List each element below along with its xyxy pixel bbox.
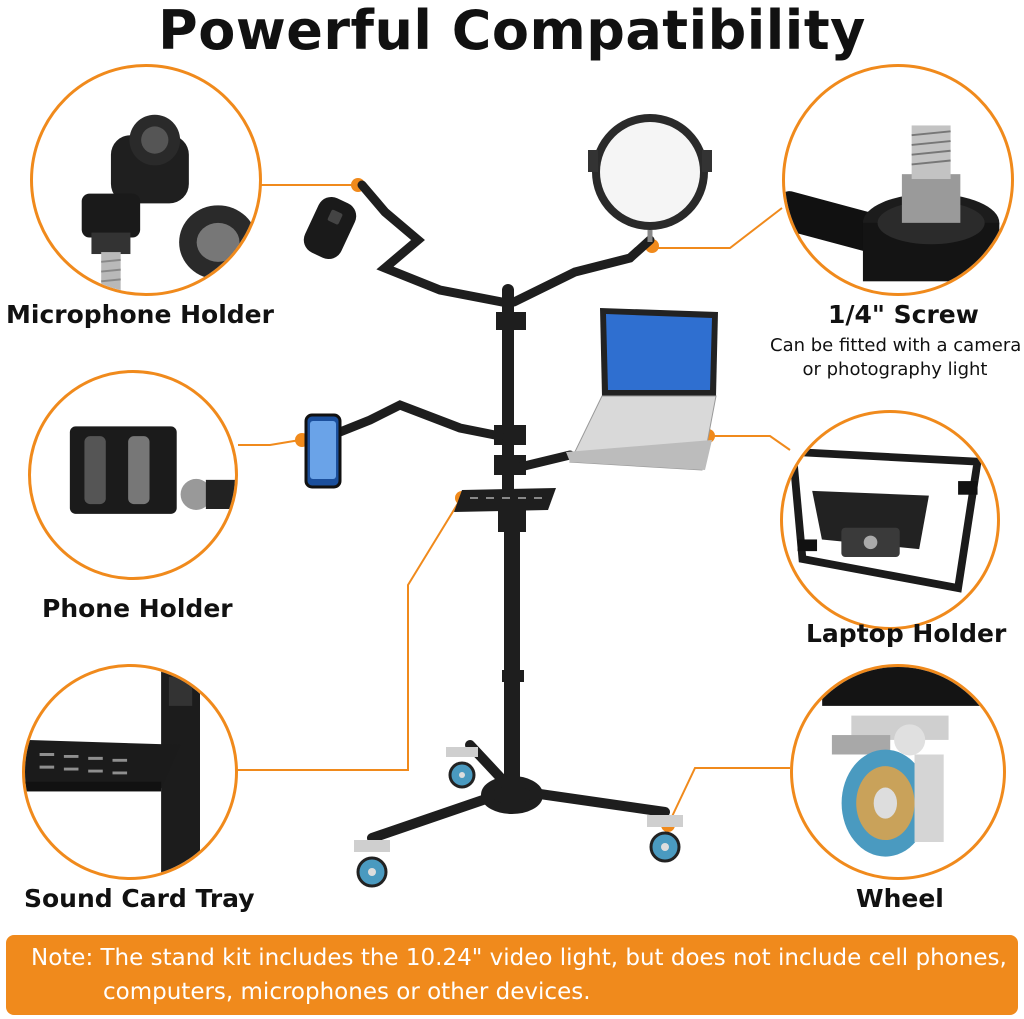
wheel-label: Wheel [856, 884, 944, 913]
page-title: Powerful Compatibility [158, 0, 866, 62]
note-banner: Note: The stand kit includes the 10.24" … [6, 935, 1018, 1015]
screw-description-line1: Can be fitted with a camera [770, 335, 1022, 356]
video-light-icon [588, 114, 712, 242]
light-arm [509, 235, 655, 307]
note-line1: Note: The stand kit includes the 10.24" … [31, 945, 1007, 971]
phone-holder-closeup [28, 370, 238, 580]
microphone-holder-label: Microphone Holder [6, 300, 274, 329]
laptop-icon [566, 308, 718, 471]
laptop-arm [511, 450, 575, 473]
screw-description-line2: or photography light [802, 359, 988, 380]
phone-holder-label: Phone Holder [42, 594, 233, 623]
note-line2: computers, microphones or other devices. [103, 979, 591, 1005]
phone-arm [315, 400, 505, 445]
phone-clamp-icon [69, 426, 235, 514]
screw-closeup [782, 64, 1014, 296]
wheel-closeup [790, 664, 1006, 880]
phone-icon [304, 413, 342, 489]
sound-card-tray-label: Sound Card Tray [24, 884, 255, 913]
microphone-arm [357, 180, 507, 307]
tray-icon [25, 667, 200, 877]
connector-lines [237, 184, 791, 826]
screw-label: 1/4" Screw [828, 300, 979, 329]
caster-wheel-icon [822, 667, 1003, 857]
microphone-mount-icon [81, 114, 258, 293]
caster-wheels [354, 747, 683, 888]
microphone-icon [303, 196, 357, 260]
laptop-tray-icon [788, 447, 983, 593]
sound-card-tray-closeup [22, 664, 238, 880]
microphone-holder-closeup [30, 64, 262, 296]
screw-mount-icon [785, 125, 1000, 282]
sound-card-tray-icon [454, 488, 556, 512]
laptop-holder-closeup [780, 410, 1000, 630]
main-pole [494, 284, 526, 788]
laptop-holder-label: Laptop Holder [806, 619, 1007, 648]
